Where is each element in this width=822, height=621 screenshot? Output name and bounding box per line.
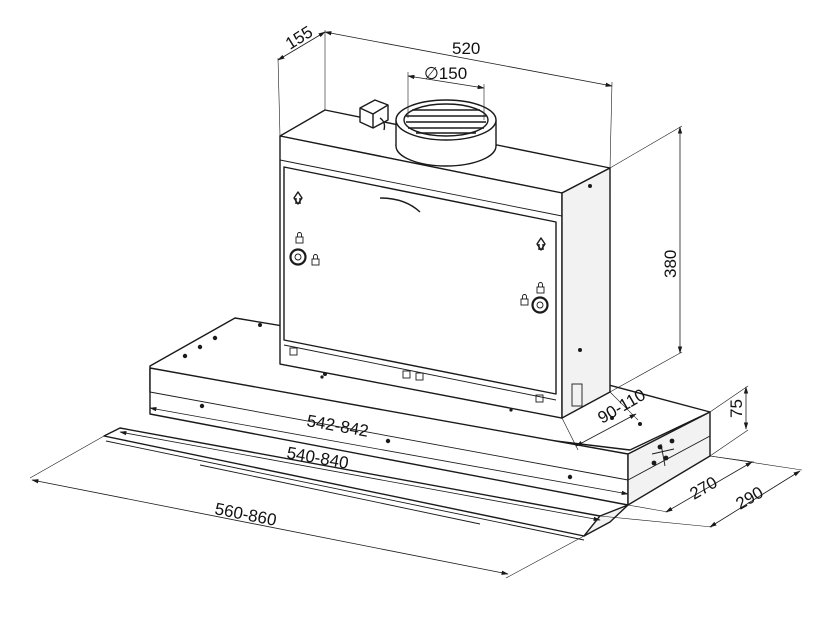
duct-outlet [395, 99, 497, 167]
dim-duct-diameter: ∅150 [424, 64, 467, 83]
dim-depth-outer: 290 [733, 483, 767, 514]
dim-glass-height: 75 [727, 399, 746, 418]
screw-icon [289, 248, 307, 266]
screw-icon [651, 438, 675, 467]
dim-height: 380 [661, 250, 680, 278]
padlock-icon [295, 232, 304, 244]
padlock-icon [311, 254, 320, 266]
padlock-icon [520, 294, 529, 306]
dim-width-total-range: 560-860 [213, 499, 278, 530]
arrow-up-icon [536, 237, 546, 251]
dim-depth-inner: 270 [687, 473, 721, 504]
screw-icon [531, 296, 549, 314]
front-panel [283, 166, 557, 395]
arrow-up-icon [293, 191, 303, 205]
dim-depth-top: 155 [282, 22, 316, 53]
dim-width-top: 520 [452, 39, 480, 58]
motor-connector-icon [359, 99, 389, 131]
body-side-face [561, 167, 611, 419]
dimension-lines [29, 30, 803, 579]
duct-grille-icon [403, 103, 489, 137]
padlock-icon [536, 282, 545, 294]
